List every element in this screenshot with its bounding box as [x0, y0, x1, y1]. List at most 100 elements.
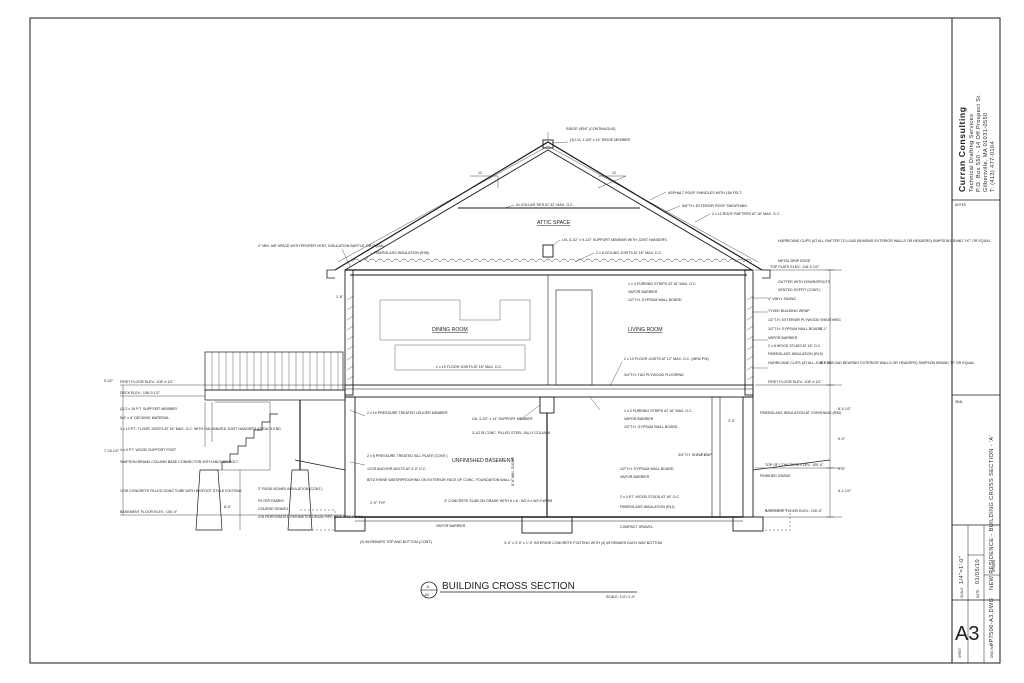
- notes-label: NOTES: [955, 203, 966, 207]
- dwg-label: DWG No.: [990, 644, 994, 658]
- dim-pitch-right: 12: [612, 171, 616, 175]
- note-vapor-barrier-slab: VAPOR BARRIER: [436, 524, 466, 528]
- note-vapor-barrier-3: VAPOR BARRIER: [624, 417, 654, 421]
- grade-left: [294, 459, 346, 471]
- right-foundation-footing: [732, 516, 764, 532]
- roof-pitch-right: [597, 175, 627, 189]
- note-finished-grade: FINISHED GRADE: [760, 474, 791, 478]
- note-gutter: GUTTER WITH DOWNSPOUTS: [778, 280, 831, 284]
- dim-right-3: 8'-1 1/2": [838, 489, 852, 493]
- leader-lines: [341, 132, 768, 466]
- seal-label: SEAL: [955, 400, 963, 404]
- elev-first-floor-right: FIRST FLOOR ELEV.: 108'-9 1/2": [768, 380, 822, 384]
- dim-footing-depth: 8'-0": [224, 505, 232, 509]
- note-support-post: 4 x 4 P.T. WOOD SUPPORT POST: [120, 448, 177, 452]
- dim-left-height: 7'-10 1/2": [104, 449, 120, 453]
- dim-shelf: 2'-0": [700, 453, 708, 457]
- note-deck-support-member: (2) 2 x 10 P.T. SUPPORT MEMBER: [120, 407, 177, 411]
- roof-outline: [334, 141, 763, 271]
- room-label-dining: DINING ROOM: [432, 327, 468, 333]
- note-deck-joists: 2 x 10 P.T. FLOOR JOISTS AT 16" MAX. O.C…: [120, 427, 281, 431]
- section-title-text: BUILDING CROSS SECTION: [442, 581, 575, 592]
- dim-right-2: 9'-0": [838, 437, 846, 441]
- note-soffit: VENTED SOFFIT (CONT.): [778, 288, 820, 292]
- left-gutter: [326, 269, 335, 279]
- perimeter-gravel-left: [300, 509, 336, 531]
- dim-right-4: 8'-8 3/4": [820, 361, 834, 365]
- title-block: Curran Consulting Technical Drafting Ser…: [951, 18, 1000, 663]
- note-attic-support: LVL 3-1/2" x 9-1/2" SUPPORT MEMBER WITH …: [562, 238, 667, 242]
- perimeter-gravel-right: [765, 509, 791, 531]
- dwg-number: #P7506-A3.DWG: [989, 598, 995, 646]
- note-tyvek: TYVEK BUILDING WRAP: [768, 309, 810, 313]
- company-name: Curran Consulting: [957, 106, 967, 192]
- note-plywood-flooring: 3/4"T.H. T&G PLYWOOD FLOORING: [624, 373, 684, 377]
- note-roof-sheathing: 5/8"T.H. EXTERIOR ROOF SHEATHING: [682, 204, 747, 208]
- note-overhang-insulation: FIBERGLASS INSULATION AT OVERHANG (R30): [760, 411, 841, 415]
- date-label: DATE: [976, 590, 980, 598]
- right-exterior-wall: [744, 269, 754, 396]
- note-sill-plate: 2 x 6 PRESSURE TREATED SILL PLATE (CONT.…: [367, 454, 448, 458]
- note-rafters: 2 x 12 ROOF RAFTERS AT 16" MAX. O.C.: [712, 212, 780, 216]
- note-furring-strips-1: 1 x 3 FURRING STRIPS AT 16" MAX. O.C.: [628, 282, 697, 286]
- section-title: A A3 BUILDING CROSS SECTION SCALE: 1/4"=…: [420, 581, 637, 599]
- note-filter-fabric: FILTER FABRIC: [258, 499, 284, 503]
- note-collar-ties: 2x COLLAR TIES AT 32" MAX. O.C.: [516, 203, 574, 207]
- company-phone: T: (413) 477-0104: [990, 141, 996, 192]
- note-lvl-support: LVL 3-1/2" x 14" SUPPORT MEMBER: [472, 417, 533, 421]
- note-hurricane-clips-rafters: HURRICANE CLIPS (AT ALL RAFTER TO LOAD B…: [778, 239, 991, 243]
- dim-right-1: 8'-0 1/2": [838, 407, 852, 411]
- note-vapor-barrier-2: VAPOR BARRIER: [768, 336, 798, 340]
- note-decking: 5/4" x 6" DECKING MATERIAL: [120, 416, 169, 420]
- note-vapor-barrier-4: VAPOR BARRIER: [620, 475, 650, 479]
- note-anchor-bolts: 1/2"Ø ANCHOR BOLTS AT 4'-0" O.C.: [367, 467, 427, 471]
- sono-tube-footing-right: [287, 469, 313, 531]
- notes-right: HURRICANE CLIPS (AT ALL RAFTER TO LOAD B…: [504, 239, 991, 545]
- dining-room-cabinets: [379, 299, 531, 341]
- roof-inner: [344, 149, 753, 271]
- note-hurricane-clips-joists: HURRICANE CLIPS (AT ALL JOIST TO LOAD BE…: [768, 361, 974, 365]
- notes-top: RIDGE VENT (CONTINUOUS) (3) LVL 1-3/4" x…: [258, 127, 780, 255]
- elev-deck: DECK ELEV.: 108'-0 1/2": [120, 391, 161, 395]
- note-drip-edge: METAL DRIP EDGE: [778, 259, 811, 263]
- dim-pitch-left: 12: [478, 171, 482, 175]
- note-insulation-r19: FIBERGLASS INSULATION (R19): [768, 352, 823, 356]
- note-furring-strips-2: 1 x 3 FURRING STRIPS AT 16" MAX. O.C.: [624, 409, 693, 413]
- section-callout-ref: A: [427, 585, 430, 589]
- note-shelf-cap: 3/4"T.H. SHELF CAP: [678, 453, 712, 457]
- roof-pitch-left: [470, 175, 499, 188]
- stair-rail: [204, 402, 213, 447]
- project-title: NEW RESIDENCE - BUILDING CROSS SECTION -…: [989, 435, 995, 590]
- roof-sheathing: [337, 145, 759, 263]
- elev-basement-left: BASEMENT FLOOR ELEV.: 100'-0": [120, 510, 178, 514]
- sheet-border: [29, 17, 1001, 664]
- company-service: Technical Drafting Services: [969, 114, 975, 192]
- elev-basement-right: BASEMENT FLOOR ELEV.: 100'-0": [765, 509, 823, 513]
- room-label-basement: UNFINISHED BASEMENT: [452, 458, 515, 464]
- dining-room-window: [394, 344, 526, 371]
- note-interior-footing: 3'-0" x 3'-0" x 1'-0" INTERIOR CONCRETE …: [504, 541, 662, 545]
- note-plywood-sheathing: 1/2"T.H. EXTERIOR PLYWOOD SHEATHING: [768, 318, 841, 322]
- room-label-attic: ATTIC SPACE: [537, 220, 571, 226]
- dim-wall-height: 8'-1": [820, 327, 828, 331]
- note-jally-column: 3-1/2"Ø CONC. FILLED STEEL JALLY COLUMN: [472, 431, 551, 435]
- note-gypsum-4: 1/2"T.H. GYPSUM WALL BOARD: [620, 467, 674, 471]
- note-rebars: (2) #5 REBARS TOP AND BOTTOM (CONT.): [360, 540, 432, 544]
- sono-tube-footing-left: [195, 469, 223, 531]
- note-attic-insulation: FIBERGLASS INSULATION (R38): [374, 251, 429, 255]
- attic-insulation: [351, 258, 753, 263]
- note-air-space: 2" MIN. AIR SPACE WITH PROPER VENT, INSU…: [258, 244, 385, 248]
- note-gypsum-1: 1/2"T.H. GYPSUM WALL BOARD: [628, 298, 682, 302]
- note-gypsum-3: 1/2"T.H. GYPSUM WALL BOARD: [624, 425, 678, 429]
- note-column-base: SIMPSON BRAND COLUMN BASE CONNECTOR WITH…: [120, 460, 239, 464]
- note-compact-gravel: COMPACT GRAVEL: [620, 525, 653, 529]
- elev-first-floor-left: FIRST FLOOR ELEV.: 108'-9 1/2": [120, 380, 174, 384]
- right-dimensions: [755, 269, 842, 518]
- deck-framing: [204, 389, 346, 401]
- dim-right-5: 9'-0": [838, 467, 846, 471]
- note-shingles: ASPHALT ROOF SHINGLES WITH 15# FELT: [668, 191, 742, 195]
- date-value: 01/05/10: [975, 559, 981, 584]
- sheet-label: SHEET: [958, 647, 962, 658]
- elev-top-plate: TOP PLATE ELEV.: 118'-0 1/2": [770, 265, 820, 269]
